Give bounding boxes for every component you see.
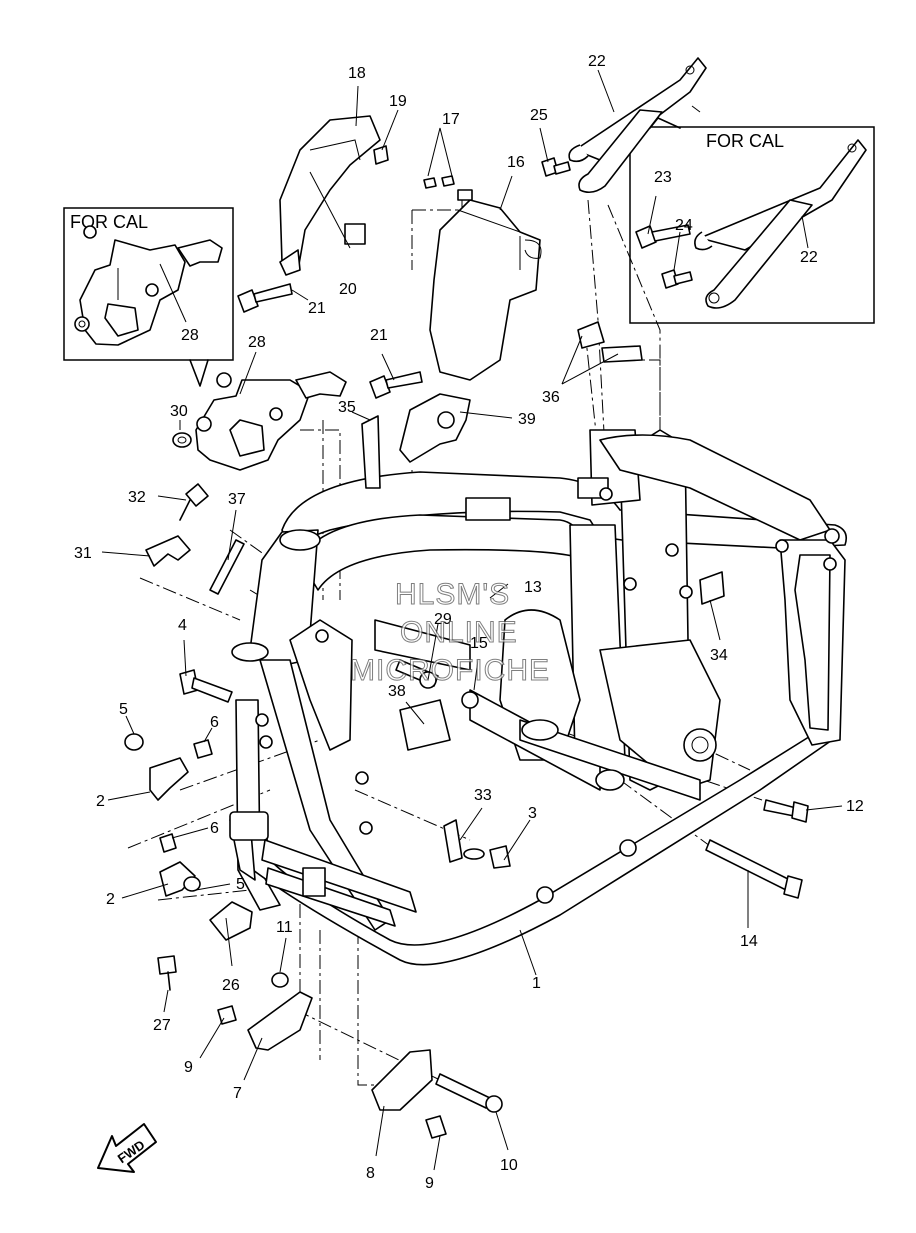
callout-38: 38: [388, 683, 406, 700]
main-frame: [229, 429, 848, 966]
callout-30: 30: [170, 403, 188, 420]
part-8-plate: [371, 1049, 433, 1111]
part-33-bracket: [443, 819, 485, 863]
callout-16: 16: [507, 154, 525, 171]
callout-23: 23: [654, 169, 672, 186]
part-17-clip-b: [441, 175, 455, 187]
part-27-bolt: [157, 955, 177, 991]
inset-for-cal-right: FOR CAL: [629, 117, 875, 324]
callout-10: 10: [500, 1157, 518, 1174]
callout-31: 31: [74, 545, 92, 562]
callout-21-a: 21: [308, 300, 326, 317]
part-28-bracket: [195, 371, 347, 471]
part-21-bolts: [237, 283, 423, 399]
part-17-clip-a: [423, 177, 437, 189]
callout-8: 8: [366, 1165, 375, 1182]
callout-17: 17: [442, 111, 460, 128]
leader-lines: [101, 69, 843, 1171]
part-5-washer-b: [183, 876, 201, 892]
callout-15: 15: [470, 635, 488, 652]
part-7-plate: [247, 991, 313, 1051]
callout-1: 1: [532, 975, 541, 992]
callout-22-a: 22: [588, 53, 606, 70]
callout-5-b: 5: [236, 876, 245, 893]
callout-7: 7: [233, 1085, 242, 1102]
callout-33: 33: [474, 787, 492, 804]
callout-37: 37: [228, 491, 246, 508]
callout-6-b: 6: [210, 820, 219, 837]
inset-label-left: FOR CAL: [70, 212, 148, 232]
part-35-strip: [361, 415, 381, 489]
part-30-nut: [172, 432, 192, 448]
callout-2-b: 2: [106, 891, 115, 908]
callout-22-b: 22: [800, 249, 818, 266]
callout-34: 34: [710, 647, 728, 664]
callout-4: 4: [178, 617, 187, 634]
part-36-pad-a: [577, 321, 605, 349]
part-10-bolt: [435, 1073, 503, 1113]
part-32-bolt: [179, 483, 209, 521]
watermark-line-2: ONLINE: [400, 616, 518, 649]
watermark-line-3: MICROFICHE: [350, 654, 550, 687]
callout-numbers: 1 2 2 3 4 5 5 6 6 7 8 9 9 10 11 12 13 14…: [74, 53, 864, 1192]
inset-label-right: FOR CAL: [706, 131, 784, 151]
watermark-line-1: HLSM'S: [395, 578, 510, 611]
part-39-bracket: [399, 393, 471, 463]
callout-5-a: 5: [119, 701, 128, 718]
part-12-bolt: [763, 799, 809, 823]
part-6-bolt-a: [193, 739, 213, 759]
fwd-arrow-icon: FWD: [97, 1123, 157, 1173]
callout-32: 32: [128, 489, 146, 506]
part-20-pad: [344, 223, 366, 245]
part-26-bracket: [209, 901, 253, 941]
callout-36: 36: [542, 389, 560, 406]
part-25-bolt: [541, 157, 571, 177]
callout-35: 35: [338, 399, 356, 416]
callout-3: 3: [528, 805, 537, 822]
part-9-bolt-b: [425, 1115, 447, 1139]
part-37-strip: [209, 539, 245, 595]
callout-28-a: 28: [181, 327, 199, 344]
part-2-bracket-a: [149, 757, 189, 801]
callout-9-a: 9: [184, 1059, 193, 1076]
part-3-bolt: [489, 845, 511, 869]
callout-27: 27: [153, 1017, 171, 1034]
part-6-bolt-b: [159, 833, 177, 853]
callout-39: 39: [518, 411, 536, 428]
part-14-bolt: [705, 839, 803, 899]
part-34-plate: [699, 571, 725, 605]
callout-13: 13: [524, 579, 542, 596]
callout-12: 12: [846, 798, 864, 815]
part-5-washer-a: [124, 733, 144, 751]
part-15-collar: [461, 691, 479, 709]
callout-28-b: 28: [248, 334, 266, 351]
callout-19: 19: [389, 93, 407, 110]
callout-21-b: 21: [370, 327, 388, 344]
inset-for-cal-left: FOR CAL: [63, 207, 234, 387]
watermark: HLSM'S ONLINE MICROFICHE: [350, 578, 550, 688]
callout-2-a: 2: [96, 793, 105, 810]
callout-20: 20: [339, 281, 357, 298]
part-31-clip: [145, 535, 191, 567]
callout-11: 11: [276, 919, 293, 936]
callout-9-b: 9: [425, 1175, 434, 1192]
callout-18: 18: [348, 65, 366, 82]
part-36-pad-b: [601, 345, 643, 363]
callout-26: 26: [222, 977, 240, 994]
callout-6-a: 6: [210, 714, 219, 731]
part-18-cover: [279, 115, 381, 276]
part-9-bolt-a: [217, 1005, 237, 1025]
callout-24: 24: [675, 217, 693, 234]
part-4-bolt: [179, 669, 233, 703]
callout-29: 29: [434, 611, 452, 628]
callout-25: 25: [530, 107, 548, 124]
part-22-brace: [568, 57, 707, 194]
part-16-cover: [429, 189, 542, 381]
part-38-label: [399, 699, 451, 751]
callout-14: 14: [740, 933, 758, 950]
part-19-clip: [373, 145, 389, 165]
part-11-washer: [271, 972, 289, 988]
